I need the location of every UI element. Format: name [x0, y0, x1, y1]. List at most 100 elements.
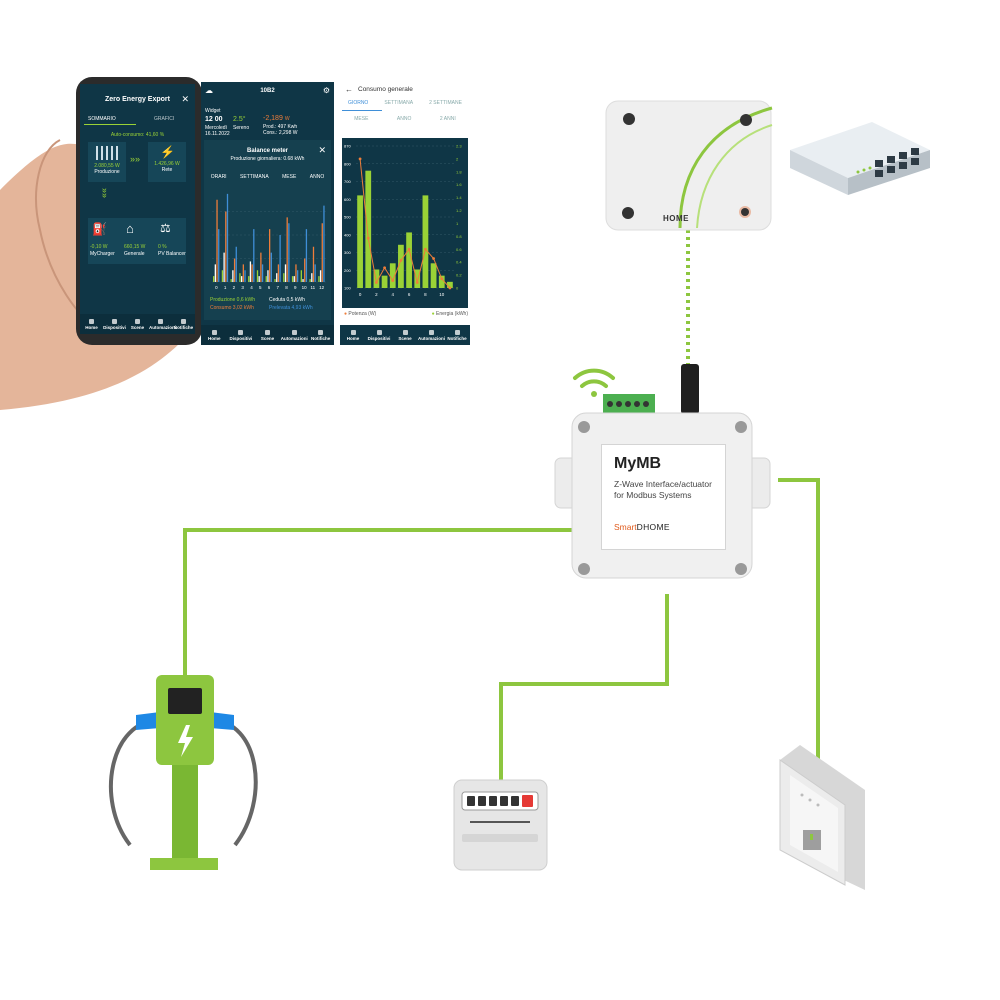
tab-year[interactable]: ANNO [309, 174, 325, 180]
tab-2years[interactable]: 2 ANNI [439, 116, 456, 122]
close-icon[interactable]: ✕ [318, 145, 326, 155]
bar-produzione [300, 270, 302, 282]
bell-icon [454, 329, 460, 335]
tab-day[interactable]: GIORNO [348, 100, 369, 106]
tab-sommario[interactable]: SOMMARIO [88, 116, 116, 122]
point-potenza [383, 266, 386, 270]
bell-icon [318, 329, 324, 335]
nav-home[interactable]: Home [340, 329, 366, 341]
nav-devices[interactable]: Dispositivi [103, 318, 126, 330]
nav-notifications[interactable]: Notifiche [172, 318, 195, 330]
y-left-tick-label: 100 [344, 286, 351, 291]
y-right-tick-label: 0.6 [456, 247, 462, 252]
bar-consumo [277, 264, 280, 282]
x-tick-label: 4 [391, 292, 394, 297]
production-card[interactable]: 2.080,55 W Produzione [88, 142, 126, 182]
tab-2weeks[interactable]: 2 SETTIMANE [429, 100, 462, 106]
balancer-label: PV Balancer [158, 251, 186, 257]
point-potenza [391, 279, 395, 283]
nav-automations[interactable]: Automazioni [149, 318, 176, 330]
grid-card[interactable]: ⚡ 1.426,96 W Rete [148, 142, 186, 182]
consumers-card[interactable]: ⛽ ⌂ ⚖ -0,10 W MyCharger 660,15 W General… [88, 218, 186, 264]
nav-automations[interactable]: Automazioni [418, 329, 445, 341]
power-unit: W [284, 116, 290, 122]
point-potenza [358, 157, 362, 161]
nav-scenes[interactable]: Scene [254, 329, 281, 341]
bar-prelevata [305, 229, 308, 282]
bar-consumo [304, 258, 306, 282]
balance-meter-card: Balance meter Produzione giornaliera: 0.… [204, 140, 331, 320]
app2-header: 10B2 [260, 88, 275, 94]
devices-icon [376, 329, 382, 335]
general-label: Generale [124, 251, 145, 257]
nav-home[interactable]: Home [201, 329, 228, 341]
bar-ceduta [214, 264, 216, 282]
wifi-icon [573, 368, 615, 397]
tab-year[interactable]: ANNO [396, 116, 412, 122]
x-tick-label: 4 [250, 285, 253, 290]
bar-consumo [260, 252, 262, 282]
bar-energia [438, 275, 445, 288]
card-subtitle: Produzione giornaliera: 0.68 kWh [230, 156, 305, 162]
legend-energia: ● Energia (kWh) [431, 311, 468, 317]
bar-prelevata [235, 246, 237, 282]
bar-energia [430, 263, 437, 288]
point-potenza [407, 247, 411, 251]
production-value: 2.080,55 W [94, 163, 120, 169]
bar-energia [414, 269, 421, 288]
tab-month[interactable]: MESE [354, 116, 369, 122]
bar-consumo [269, 229, 271, 282]
nav-automations[interactable]: Automazioni [281, 329, 308, 341]
bar-ceduta [241, 276, 243, 282]
balance-scale-icon: ⚖ [160, 221, 171, 235]
widget-label: Widget [205, 108, 221, 114]
point-potenza [366, 236, 370, 240]
bar-energia [422, 195, 429, 288]
nav-devices[interactable]: Dispositivi [366, 329, 392, 341]
consumption-combo-chart: 10020030040050060070080087000.20.40.60.8… [344, 144, 462, 298]
tab-week[interactable]: SETTIMANA [384, 100, 414, 106]
tab-hours[interactable]: ORARI [210, 174, 227, 180]
bar-ceduta [276, 273, 278, 282]
x-tick-label: 7 [277, 285, 280, 290]
tab-week[interactable]: SETTIMANA [240, 174, 269, 180]
mycharger-label: MyCharger [90, 251, 115, 257]
y-right-tick-label: 0.8 [456, 234, 462, 239]
app1-title: Zero Energy Export [105, 96, 170, 103]
bar-prelevata [244, 270, 246, 282]
bar-prelevata [288, 223, 290, 282]
bar-energia [406, 232, 412, 288]
bar-ceduta [311, 273, 313, 282]
nav-devices[interactable]: Dispositivi [228, 329, 255, 341]
bar-ceduta [223, 252, 225, 282]
bar-consumo [216, 199, 218, 282]
legend-consumo: Consumo 3,02 kWh [210, 305, 254, 311]
x-tick-label: 11 [311, 285, 316, 290]
tab-grafici[interactable]: GRAFICI [154, 116, 175, 122]
bar-energia [357, 195, 363, 288]
tab-month[interactable]: MESE [282, 174, 297, 180]
point-potenza [432, 257, 435, 260]
point-potenza [375, 281, 378, 284]
bar-ceduta [302, 279, 304, 282]
temperature: 2.5° [233, 116, 246, 123]
time: 12 00 [205, 116, 223, 123]
point-potenza [415, 281, 419, 284]
nav-notifications[interactable]: Notifiche [307, 329, 334, 341]
nav-scenes[interactable]: Scene [126, 318, 149, 330]
nav-notifications[interactable]: Notifiche [444, 329, 470, 341]
line-potenza [359, 158, 451, 289]
house-icon: ⌂ [126, 221, 134, 236]
close-icon[interactable]: ✕ [181, 94, 189, 104]
bar-produzione [230, 279, 232, 282]
x-tick-label: 6 [408, 292, 411, 297]
solar-panel-icon [96, 146, 118, 160]
nav-home[interactable]: Home [80, 318, 103, 330]
mymb-brand: SmartDHOME [614, 522, 670, 532]
gear-icon[interactable]: ⚙ [322, 86, 330, 95]
x-tick-label: 12 [319, 285, 325, 290]
nav-scenes[interactable]: Scene [392, 329, 418, 341]
back-arrow-icon[interactable]: ← [345, 85, 353, 94]
power-value: -2,189 [263, 115, 283, 122]
